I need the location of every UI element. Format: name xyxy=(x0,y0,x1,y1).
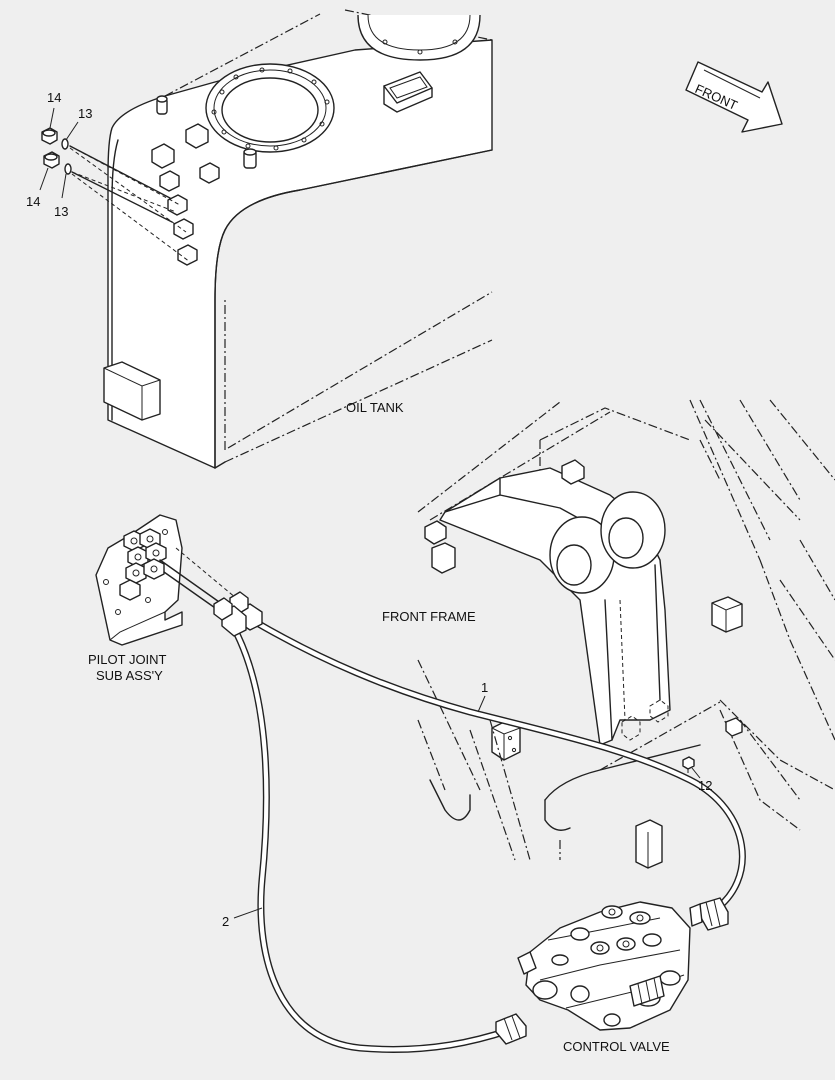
callout-bolt-12: 12 xyxy=(698,778,712,793)
bolt-12 xyxy=(682,756,701,779)
callout-hose-2: 2 xyxy=(222,914,229,929)
pilot-joint-sub-assy xyxy=(95,514,237,646)
plug-14-upper xyxy=(41,127,58,145)
plug-14-lower xyxy=(43,151,60,169)
callout-o-ring-13-upper: 13 xyxy=(78,106,92,121)
control-valve xyxy=(517,901,691,1031)
front-frame xyxy=(417,399,835,869)
hose-2 xyxy=(213,597,527,1053)
front-frame-label: FRONT FRAME xyxy=(382,609,476,624)
callout-plug-14-upper: 14 xyxy=(47,90,61,105)
oil-tank-label: OIL TANK xyxy=(346,400,404,415)
pilot-joint-label-line1: PILOT JOINT xyxy=(88,652,167,667)
callout-o-ring-13-lower: 13 xyxy=(54,204,68,219)
callout-plug-14-lower: 14 xyxy=(26,194,40,209)
front-arrow xyxy=(685,61,783,133)
o-ring-13-lower xyxy=(64,163,72,175)
callout-hose-1: 1 xyxy=(481,680,488,695)
pilot-joint-label-line2: SUB ASS'Y xyxy=(96,668,163,683)
oil-tank xyxy=(69,9,493,469)
hose-1 xyxy=(229,591,746,931)
control-valve-label: CONTROL VALVE xyxy=(563,1039,670,1054)
o-ring-13-upper xyxy=(61,138,69,150)
